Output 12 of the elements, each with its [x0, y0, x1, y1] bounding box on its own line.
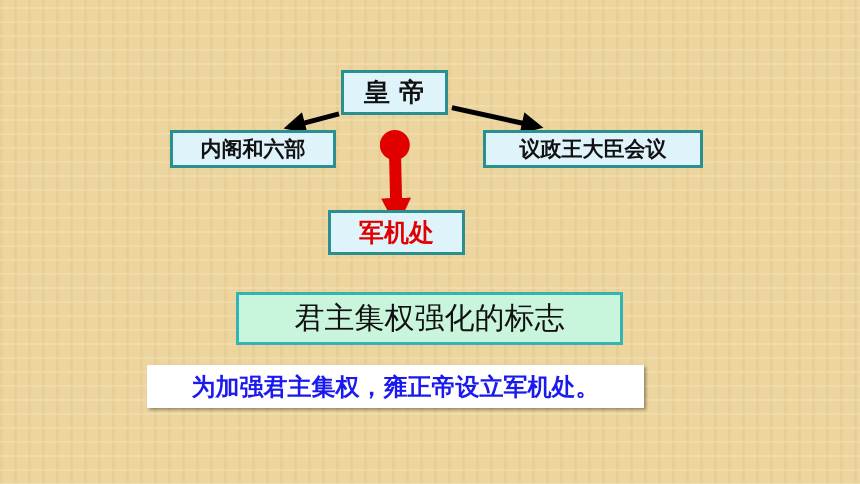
process-box [328, 210, 465, 255]
statement-box [147, 365, 644, 408]
box-label: 皇 帝 [364, 77, 426, 110]
process-box [483, 130, 703, 168]
box-label: 军机处 [359, 217, 434, 249]
title-box [341, 70, 448, 115]
box-label: 内阁和六部 [200, 136, 306, 163]
box-label: 为加强君主集权，雍正帝设立军机处。 [192, 372, 600, 402]
box-label: 议政王大臣会议 [520, 136, 666, 163]
box-label: 君主集权强化的标志 [294, 300, 564, 338]
process-box [170, 130, 336, 168]
heading-box [236, 292, 623, 345]
